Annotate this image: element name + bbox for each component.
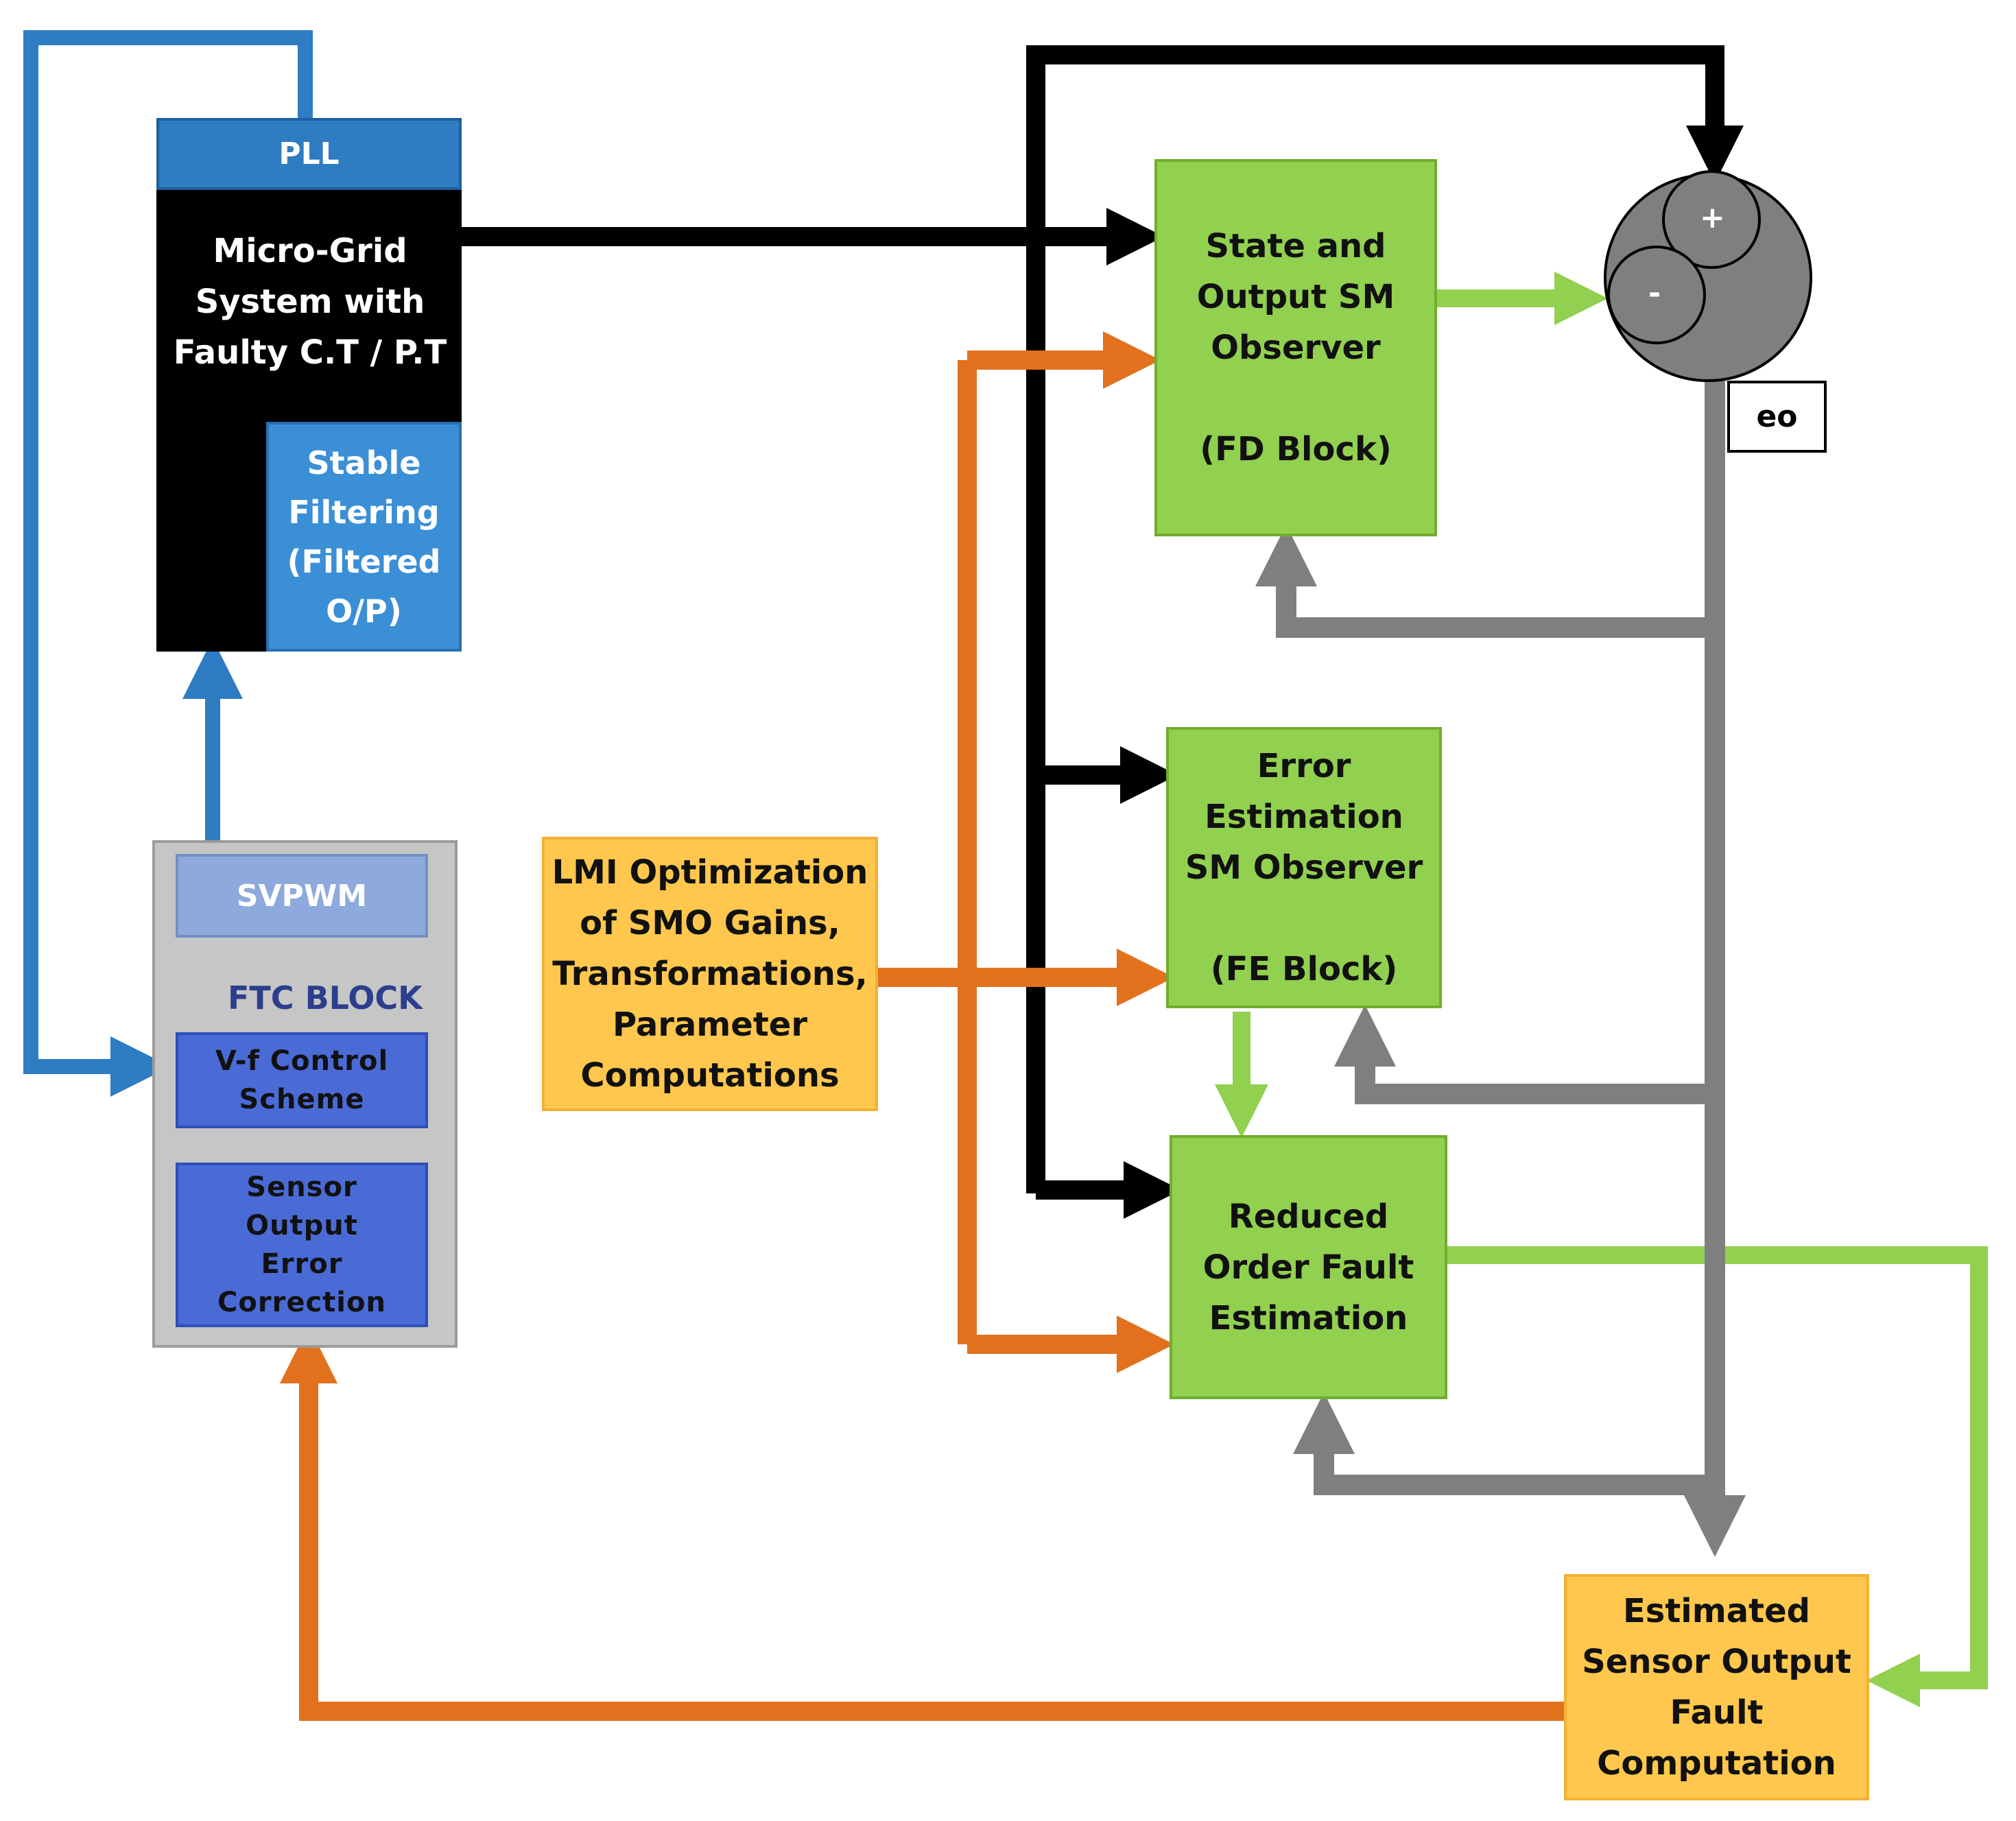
sensor-correction-block: Sensor Output Error Correction bbox=[176, 1163, 428, 1327]
fe-block: Error Estimation SM Observer (FE Block) bbox=[1166, 727, 1442, 1008]
fd-block-label: State and Output SM Observer (FD Block) bbox=[1196, 227, 1395, 468]
sensor-correction-label: Sensor Output Error Correction bbox=[217, 1171, 386, 1318]
wire-eo-to-rofe bbox=[1293, 1392, 1715, 1495]
eo-label: eo bbox=[1727, 381, 1827, 453]
eo-text: eo bbox=[1756, 399, 1798, 434]
microgrid-label: Micro-Grid System with Faulty C.T / P.T bbox=[173, 232, 447, 372]
wire-eo-to-fd bbox=[1255, 525, 1715, 638]
fe-block-label: Error Estimation SM Observer (FE Block) bbox=[1185, 747, 1423, 988]
lmi-block: LMI Optimization of SMO Gains, Transform… bbox=[542, 837, 878, 1111]
ftc-block-title: FTC BLOCK bbox=[228, 979, 423, 1016]
minus-sign: - bbox=[1648, 276, 1661, 311]
wire-esofc-to-sensor bbox=[280, 1326, 1564, 1721]
vf-control-block: V-f Control Scheme bbox=[176, 1032, 428, 1128]
stable-filtering-label: Stable Filtering (Filtered O/P) bbox=[287, 444, 441, 630]
pll-block: PLL bbox=[156, 118, 462, 190]
stable-filtering-block: Stable Filtering (Filtered O/P) bbox=[266, 422, 462, 652]
svpwm-label: SVPWM bbox=[236, 878, 368, 914]
esofc-block: Estimated Sensor Output Fault Computatio… bbox=[1564, 1574, 1869, 1800]
esofc-label: Estimated Sensor Output Fault Computatio… bbox=[1582, 1592, 1851, 1783]
plus-node bbox=[1662, 170, 1761, 269]
wire-pll-to-vf bbox=[23, 30, 313, 1097]
fd-block: State and Output SM Observer (FD Block) bbox=[1154, 159, 1437, 536]
minus-node bbox=[1607, 246, 1706, 344]
pll-label: PLL bbox=[278, 136, 340, 171]
svpwm-block: SVPWM bbox=[176, 854, 428, 938]
microgrid-text-area: Micro-Grid System with Faulty C.T / P.T bbox=[159, 192, 461, 412]
lmi-label: LMI Optimization of SMO Gains, Transform… bbox=[552, 853, 868, 1095]
plus-sign: + bbox=[1700, 200, 1725, 235]
vf-control-label: V-f Control Scheme bbox=[215, 1045, 389, 1115]
rofe-block: Reduced Order Fault Estimation bbox=[1170, 1135, 1447, 1399]
wire-eo-to-fe bbox=[1334, 1005, 1715, 1104]
rofe-label: Reduced Order Fault Estimation bbox=[1202, 1197, 1414, 1337]
